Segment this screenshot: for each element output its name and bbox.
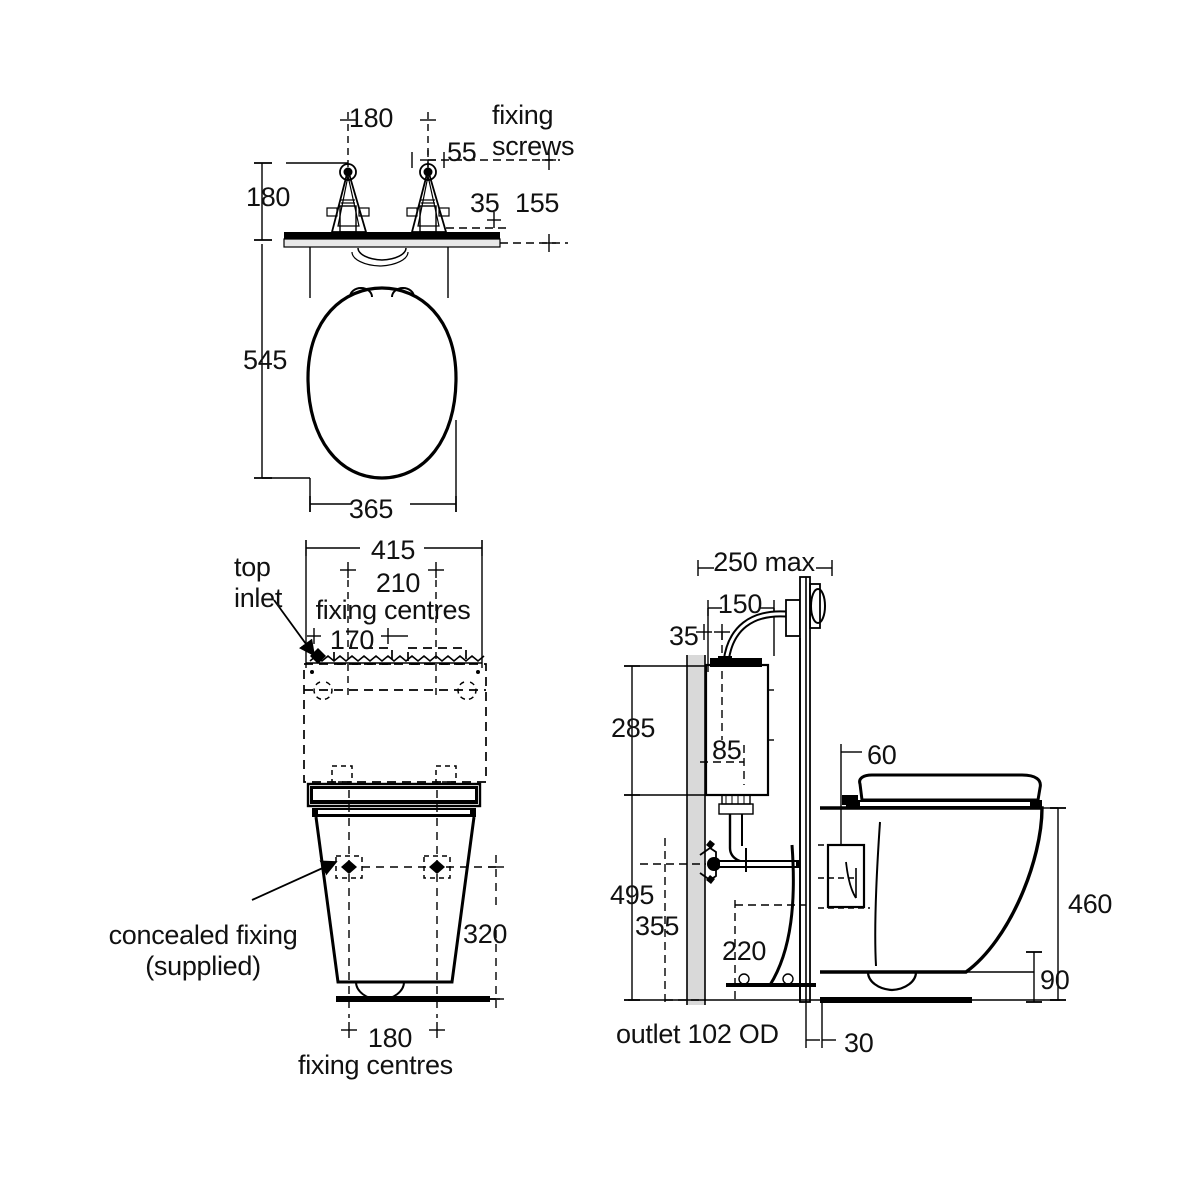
front-dimension-415: 415: [370, 535, 416, 565]
side-dimension-460: 460: [1068, 889, 1113, 919]
side-section-geometry: [624, 560, 1066, 1048]
front-dimension-170: 170: [329, 625, 375, 655]
side-dimension-35: 35: [669, 621, 699, 651]
front-dimension-320: 320: [463, 919, 508, 949]
side-dimension-495: 495: [610, 880, 655, 910]
front-dimension-180: 180: [367, 1023, 413, 1053]
plan-dimension-545: 545: [243, 345, 288, 375]
side-dimension-90: 90: [1040, 965, 1070, 995]
side-dimension-150: 150: [717, 589, 763, 619]
front-dimension-210: 210: [375, 568, 421, 598]
side-dimension-250max: 250 max: [713, 547, 815, 577]
plan-dimension-180-width: 180: [348, 103, 394, 133]
side-dimension-355: 355: [635, 911, 680, 941]
side-dimension-60: 60: [867, 740, 897, 770]
front-annotation-fixing-centres-2: fixing centres: [298, 1050, 453, 1080]
plan-annotation-fixing-screws: fixing screws: [492, 100, 575, 161]
plan-dimension-55: 55: [447, 137, 477, 167]
plan-dimension-155: 155: [515, 188, 560, 218]
front-annotation-fixing-centres: fixing centres: [315, 595, 471, 625]
side-dimension-220: 220: [722, 936, 767, 966]
side-dimension-285: 285: [611, 713, 656, 743]
front-annotation-concealed-fixing: concealed fixing (supplied): [108, 920, 298, 981]
side-dimension-30: 30: [844, 1028, 874, 1058]
front-annotation-top-inlet: top inlet: [234, 552, 283, 613]
side-annotation-outlet: outlet 102 OD: [616, 1019, 779, 1049]
plan-dimension-180-height: 180: [246, 182, 291, 212]
side-dimension-85: 85: [712, 735, 742, 765]
plan-view-geometry: [254, 112, 568, 512]
plan-dimension-365: 365: [348, 494, 394, 524]
front-view-geometry: [251, 540, 504, 1038]
plan-dimension-35: 35: [470, 188, 500, 218]
